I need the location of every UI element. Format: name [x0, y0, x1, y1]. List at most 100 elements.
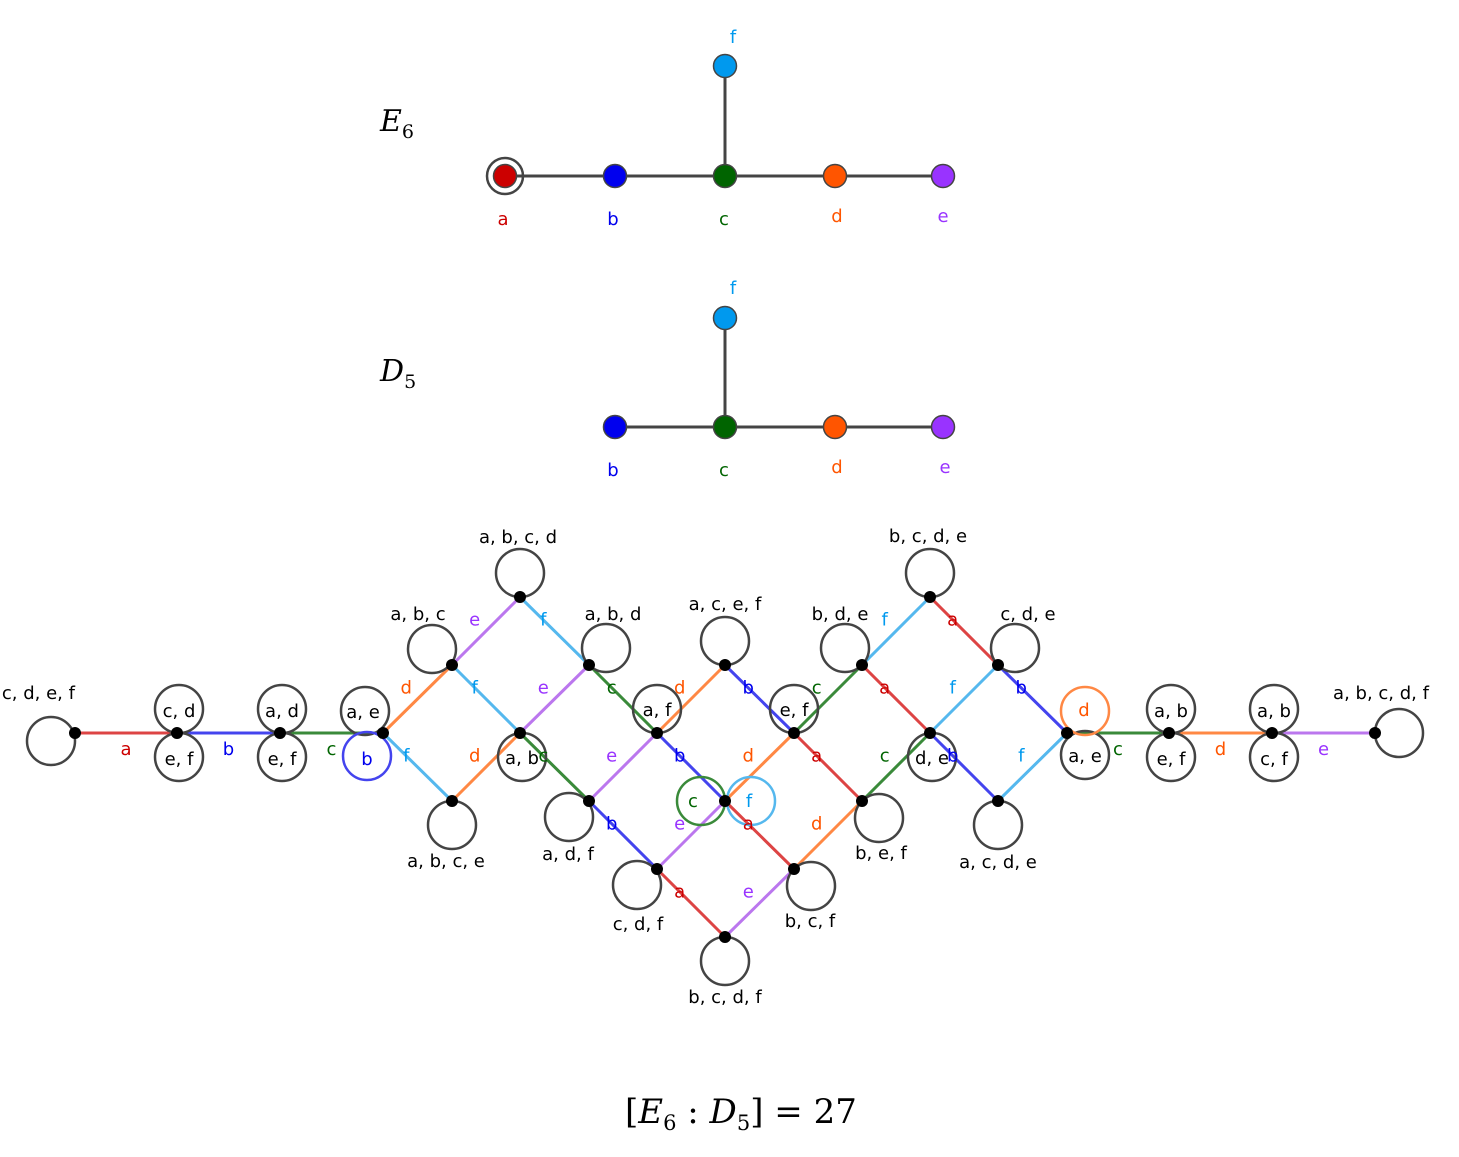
graph-loop-v12-0 — [699, 615, 751, 667]
graph-edge-label-v17-v19: f — [882, 610, 889, 631]
d5-node-e — [930, 414, 956, 440]
graph-edge-label-v10-v12: d — [674, 678, 685, 699]
graph-loop-label-v12-0: a, c, e, f — [689, 594, 762, 615]
graph-edges — [75, 595, 1375, 939]
graph-loop-v18-0 — [853, 792, 905, 844]
graph-edge-v21-v23 — [996, 663, 1069, 735]
e6-node-a — [492, 163, 518, 189]
graph-edge-label-v25-v26: e — [1318, 739, 1329, 760]
graph-colored-loop-label-v23-d: d — [1078, 700, 1089, 721]
d5-node-label-c: c — [719, 460, 729, 481]
graph-loop-label-v7-0: a, b — [505, 748, 539, 769]
graph-vertex-v14 — [719, 931, 731, 943]
graph-loops — [25, 547, 1425, 987]
graph-loop-v14-0 — [699, 935, 751, 987]
graph-loop-label-v21-0: c, d, e — [1000, 604, 1055, 625]
graph-loop-label-v24-1: e, f — [1157, 749, 1187, 770]
graph-colored-loop-label-v13-c: c — [688, 791, 698, 812]
graph-loop-label-v8-0: a, b, d — [585, 604, 642, 625]
e6-node-label-f: f — [730, 27, 737, 48]
graph-loop-label-v18-0: b, e, f — [855, 843, 907, 864]
graph-edge-label-v1-v2: b — [223, 739, 234, 760]
graph-vertex-v12 — [719, 659, 731, 671]
graph-edge-label-v20-v21: f — [950, 678, 957, 699]
e6-node-label-c: c — [719, 209, 729, 230]
graph-loop-label-v9-0: a, d, f — [542, 844, 594, 865]
graph-edge-label-v3-v4: d — [401, 678, 412, 699]
graph-loop-label-v2-1: e, f — [268, 749, 298, 770]
e6-node-f — [712, 53, 738, 79]
graph-edge-label-v23-v24: c — [1113, 739, 1123, 760]
graph-edge-v8-v10 — [587, 663, 659, 735]
graph-loop-v8-0 — [580, 622, 632, 674]
graph-vertex-v26 — [1369, 727, 1381, 739]
e6-node-c — [712, 163, 738, 189]
graph-edge-v7-v9 — [518, 731, 591, 803]
graph-vertex-v25 — [1266, 727, 1278, 739]
graph-vertex-v15 — [788, 727, 800, 739]
e6-node-label-b: b — [607, 209, 618, 230]
graph-vertex-v19 — [924, 591, 936, 603]
d5-title: D5 — [379, 354, 416, 393]
graph-loop-v22-0 — [972, 799, 1024, 851]
graph-edge-v5-v7 — [450, 731, 522, 803]
graph-vertex-v16 — [788, 863, 800, 875]
graph-edge-v9-v11 — [587, 799, 659, 871]
graph-edge-v11-v14 — [655, 867, 727, 939]
graph-edge-label-v6-v8: f — [540, 610, 547, 631]
e6-node-label-a: a — [497, 209, 508, 230]
graph-edge-label-v4-v6: e — [469, 610, 480, 631]
graph-loop-v21-0 — [989, 622, 1041, 674]
graph-vertex-v22 — [992, 795, 1004, 807]
graph-edge-v14-v16 — [723, 867, 796, 939]
graph-vertex-v21 — [992, 659, 1004, 671]
graph-vertex-v2 — [274, 727, 286, 739]
graph-loop-v23-0 — [1059, 729, 1111, 781]
graph-loop-label-v1-0: c, d — [163, 701, 196, 722]
graph-edge-label-v20-v22: b — [947, 746, 958, 767]
graph-vertex-v11 — [651, 863, 663, 875]
e6-node-e — [930, 163, 956, 189]
graph-edge-label-v17-v20: a — [879, 678, 890, 699]
graph-loop-label-v23-0: a, e — [1068, 746, 1102, 767]
graph-edge-label-v9-v10: e — [606, 746, 617, 767]
graph-colored-loop-v23-d — [1059, 685, 1111, 737]
graph-edge-label-v15-v18: a — [811, 746, 822, 767]
graph-loop-label-v14-0: b, c, d, f — [688, 987, 762, 1008]
graph-edge-v12-v15 — [723, 663, 796, 735]
graph-loop-v6-0 — [494, 547, 546, 599]
graph-edge-v20-v21 — [928, 663, 1000, 735]
graph-vertex-v0 — [69, 727, 81, 739]
e6-node-label-e: e — [937, 206, 948, 227]
graph-edge-label-v4-v7: f — [472, 678, 479, 699]
graph-edge-v10-v12 — [655, 663, 727, 735]
graph-loop-v9-0 — [543, 791, 595, 843]
graph-edge-v20-v22 — [928, 731, 1000, 803]
d5-node-label-d: d — [831, 457, 842, 478]
graph-edge-label-v19-v21: a — [947, 610, 958, 631]
graph-loop-label-v10-0: a, f — [643, 700, 672, 721]
graph-loop-v3-0 — [339, 685, 391, 737]
e6-node-label-d: d — [831, 206, 842, 227]
graph-edge-v4-v6 — [450, 595, 522, 667]
graph-loop-label-v1-1: e, f — [165, 749, 195, 770]
graph-edge-label-v22-v23: f — [1018, 746, 1025, 767]
graph-loop-label-v15-0: e, f — [780, 700, 810, 721]
graph-vertex-v10 — [651, 727, 663, 739]
d5-node-label-e: e — [939, 457, 950, 478]
graph-edge-v4-v7 — [450, 663, 522, 735]
graph-loop-v19-0 — [904, 547, 956, 599]
graph-edge-label-v3-v5: f — [403, 746, 410, 767]
graph-edge-v13-v15 — [723, 731, 796, 803]
graph-edge-v7-v8 — [518, 663, 591, 735]
graph-loop-v26-0 — [1373, 707, 1425, 759]
graph-loop-label-v19-0: b, c, d, e — [889, 526, 967, 547]
graph-edge-label-v14-v16: e — [743, 882, 754, 903]
graph-vertex-v4 — [446, 659, 458, 671]
graph-edge-label-v24-v25: d — [1215, 739, 1226, 760]
graph-loop-label-v25-0: a, b — [1257, 701, 1291, 722]
graph-edge-v16-v18 — [792, 799, 864, 871]
